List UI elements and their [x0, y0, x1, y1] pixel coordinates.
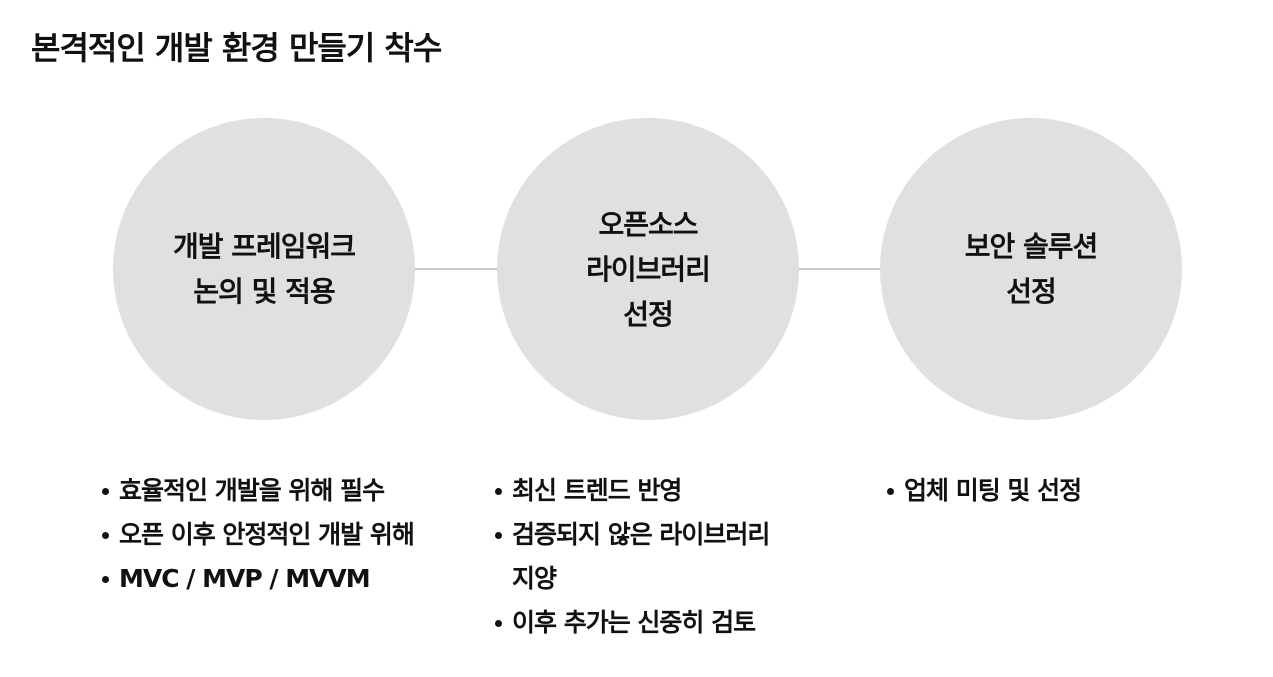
bullet-text: 효율적인 개발을 위해 필수	[119, 476, 385, 505]
list-item: 검증되지 않은 라이브러리 지양	[493, 513, 770, 601]
step-label-line: 개발 프레임워크	[172, 230, 356, 263]
step-circle-framework: 개발 프레임워크 논의 및 적용	[113, 118, 415, 420]
bullet-dot-icon	[102, 576, 109, 583]
step-label-line: 논의 및 적용	[193, 275, 335, 308]
bullet-dot-icon	[102, 488, 109, 495]
step-label-line: 라이브러리	[586, 252, 711, 286]
bullet-dot-icon	[495, 532, 502, 539]
bullet-text: 업체 미팅 및 선정	[904, 476, 1082, 505]
step-bullet-list-opensource: 최신 트렌드 반영 검증되지 않은 라이브러리 지양 이후 추가는 신중히 검토	[493, 469, 770, 645]
connector-line	[797, 268, 883, 270]
step-bullet-list-framework: 효율적인 개발을 위해 필수 오픈 이후 안정적인 개발 위해 MVC / MV…	[100, 469, 415, 601]
bullet-dot-icon	[102, 532, 109, 539]
list-item: 효율적인 개발을 위해 필수	[100, 469, 414, 513]
step-bullet-list-security: 업체 미팅 및 선정	[885, 469, 1082, 513]
step-label-line: 보안 솔루션	[964, 230, 1099, 263]
bullet-text: 이후 추가는 신중히 검토	[512, 608, 756, 637]
step-label-line: 오픈소스	[598, 207, 698, 241]
list-item: 업체 미팅 및 선정	[885, 469, 1082, 513]
list-item: MVC / MVP / MVVM	[100, 557, 414, 601]
step-circle-opensource: 오픈소스 라이브러리 선정	[497, 118, 799, 420]
bullet-text: 검증되지 않은 라이브러리 지양	[512, 520, 770, 593]
list-item: 최신 트렌드 반영	[493, 469, 769, 513]
bullet-dot-icon	[495, 488, 502, 495]
bullet-text: 최신 트렌드 반영	[512, 476, 682, 505]
list-item: 이후 추가는 신중히 검토	[493, 601, 769, 645]
bullet-text: MVC / MVP / MVVM	[119, 564, 371, 593]
step-circle-security: 보안 솔루션 선정	[880, 118, 1182, 420]
list-item: 오픈 이후 안정적인 개발 위해	[100, 513, 415, 557]
connector-line	[414, 268, 500, 270]
bullet-dot-icon	[887, 488, 894, 495]
bullet-dot-icon	[495, 620, 502, 627]
step-label-line: 선정	[623, 297, 674, 331]
step-label-line: 선정	[1006, 275, 1057, 308]
page-title: 본격적인 개발 환경 만들기 착수	[31, 29, 442, 67]
bullet-text: 오픈 이후 안정적인 개발 위해	[119, 520, 415, 549]
